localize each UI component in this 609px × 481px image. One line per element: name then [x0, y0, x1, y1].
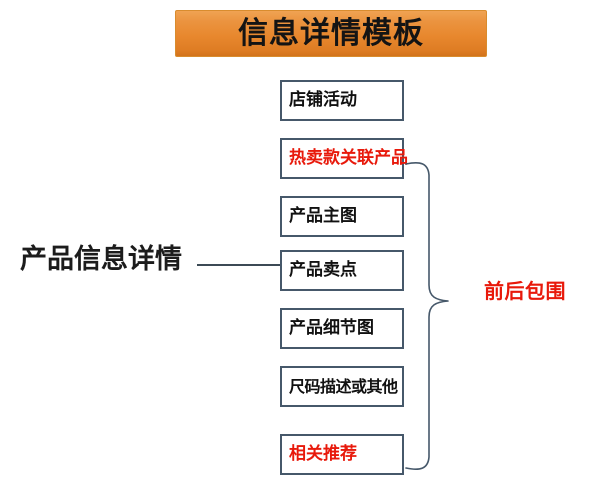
title-text: 信息详情模板 [238, 15, 424, 51]
flow-box-store-activity[interactable]: 店铺活动 [280, 80, 404, 121]
flow-box-product-selling-points[interactable]: 产品卖点 [280, 250, 404, 291]
flow-box-label: 相关推荐 [289, 444, 357, 464]
title-banner: 信息详情模板 [175, 10, 487, 57]
brace-label: 前后包围 [484, 279, 566, 303]
flow-box-size-description-other[interactable]: 尺码描述或其他 [280, 366, 404, 407]
flow-box-label: 产品细节图 [289, 318, 374, 338]
flow-box-product-detail-image[interactable]: 产品细节图 [280, 308, 404, 349]
flow-box-product-main-image[interactable]: 产品主图 [280, 196, 404, 237]
right-curly-brace [404, 155, 460, 475]
flow-box-related-recommendations[interactable]: 相关推荐 [280, 434, 404, 475]
main-label: 产品信息详情 [20, 244, 182, 275]
flow-box-label: 产品卖点 [289, 260, 357, 280]
flow-box-label: 热卖款关联产品 [289, 148, 408, 168]
flow-box-label: 产品主图 [289, 206, 357, 226]
flow-box-label: 尺码描述或其他 [289, 376, 398, 396]
flow-box-hot-related-products[interactable]: 热卖款关联产品 [280, 138, 408, 179]
horizontal-connector-line [197, 264, 281, 266]
flow-box-label: 店铺活动 [289, 90, 357, 110]
